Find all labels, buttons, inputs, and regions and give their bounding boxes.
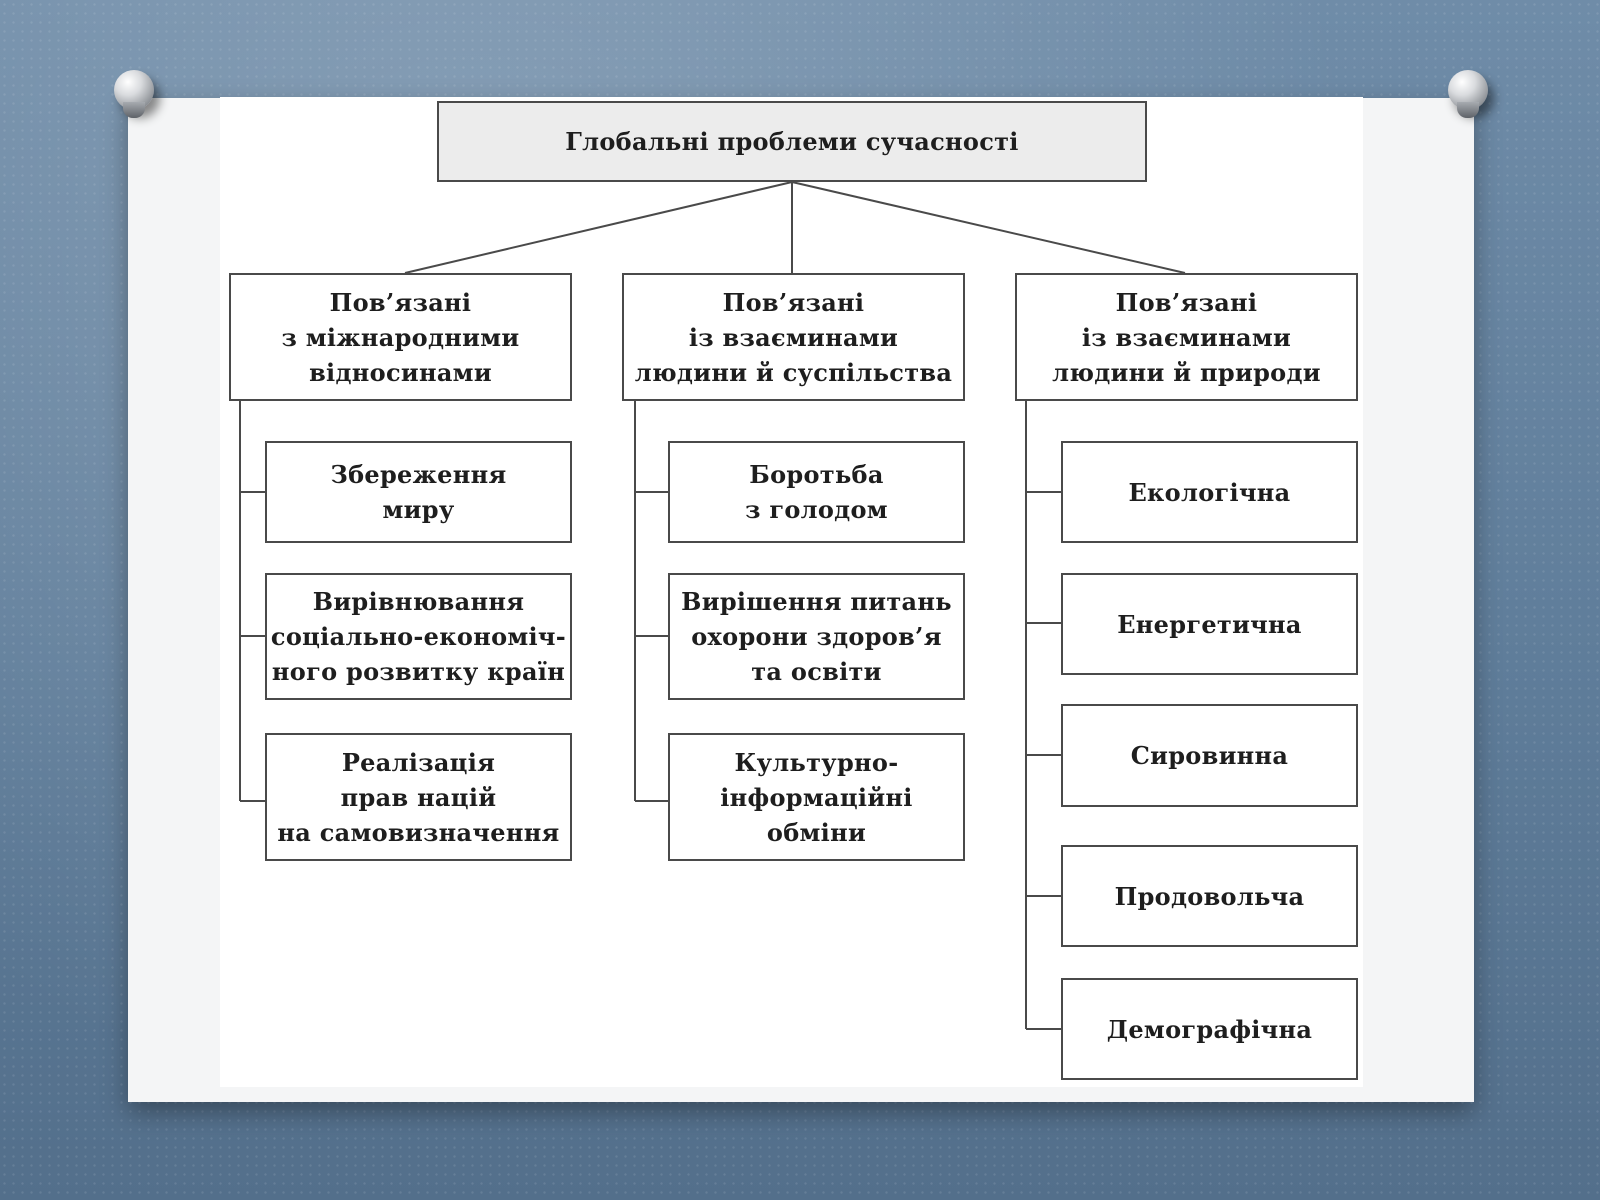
item-box-demographic: Демографічна: [1061, 978, 1358, 1080]
right-pushpin-icon: [1448, 70, 1488, 118]
item-box-health-education: Вирішення питань охорони здоров’я та осв…: [668, 573, 965, 700]
category-box-nature: Пов’язані із взаєминами людини й природи: [1015, 273, 1358, 401]
item-box-peace: Збереження миру: [265, 441, 572, 543]
category-box-international: Пов’язані з міжнародними відносинами: [229, 273, 572, 401]
item-box-self-determination: Реалізація прав націй на самовизначення: [265, 733, 572, 861]
item-box-ecological: Екологічна: [1061, 441, 1358, 543]
connector-root-cat-0: [404, 181, 793, 274]
item-box-raw-materials: Сировинна: [1061, 704, 1358, 807]
category-box-society: Пов’язані із взаєминами людини й суспіль…: [622, 273, 965, 401]
item-box-food: Продовольча: [1061, 845, 1358, 947]
root-box: Глобальні проблеми сучасності: [437, 101, 1147, 182]
item-box-hunger: Боротьба з голодом: [668, 441, 965, 543]
item-box-cultural-exchange: Культурно- інформаційні обміни: [668, 733, 965, 861]
item-box-energy: Енергетична: [1061, 573, 1358, 675]
connector-root-cat-2: [791, 181, 1186, 274]
item-box-development-equalization: Вирівнювання соціально-економіч- ного ро…: [265, 573, 572, 700]
left-pushpin-icon: [114, 70, 154, 118]
